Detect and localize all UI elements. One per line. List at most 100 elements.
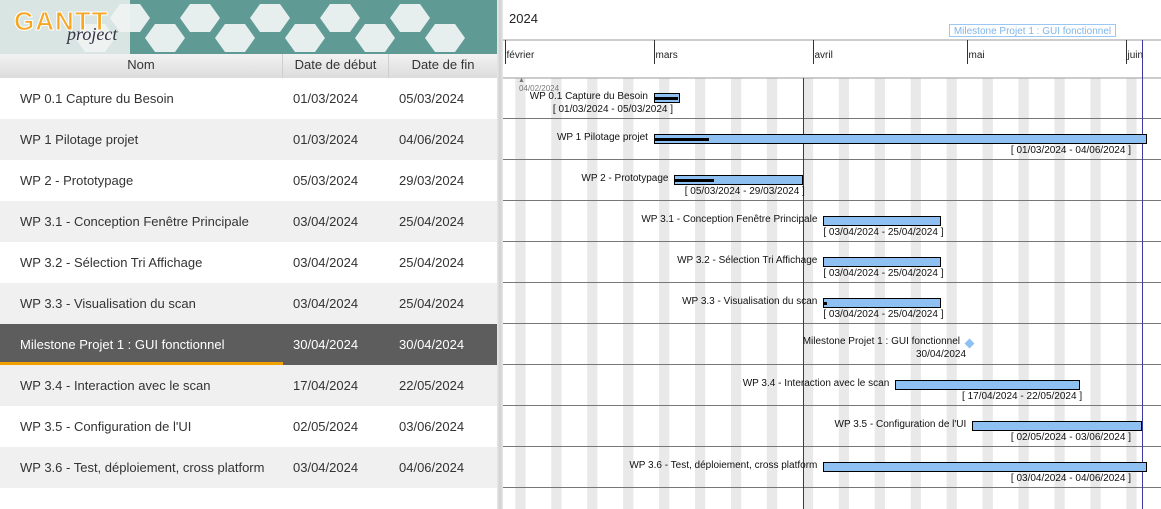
task-bar[interactable]: [823, 298, 942, 308]
task-date-range: [ 03/04/2024 - 25/04/2024 ]: [823, 268, 944, 279]
task-date-range: [ 05/03/2024 - 29/03/2024 ]: [684, 186, 805, 197]
task-start-date: 03/04/2024: [293, 255, 359, 270]
month-label: avril: [814, 50, 833, 61]
task-bar-label: WP 2 - Prototypage: [581, 173, 669, 184]
task-end-date: 22/05/2024: [399, 378, 465, 393]
task-start-date: 01/03/2024: [293, 91, 359, 106]
weekend-stripe: [946, 78, 957, 509]
table-header: Nom Date de début Date de fin: [0, 54, 497, 79]
column-header-name[interactable]: Nom: [0, 54, 283, 78]
task-bar-label: WP 3.3 - Visualisation du scan: [682, 296, 818, 307]
task-bar[interactable]: [674, 175, 803, 185]
chart-grid: [503, 39, 1161, 509]
task-bar-label: WP 3.2 - Sélection Tri Affichage: [677, 255, 818, 266]
weekend-stripe: [766, 78, 778, 509]
task-name: WP 3.1 - Conception Fenêtre Principale: [20, 214, 249, 229]
pane-splitter[interactable]: [497, 0, 503, 509]
milestone-label: Milestone Projet 1 : GUI fonctionnel: [802, 336, 961, 347]
weekend-stripe: [1126, 78, 1137, 509]
task-bar-label: WP 3.5 - Configuration de l'UI: [834, 419, 967, 430]
task-name: WP 3.5 - Configuration de l'UI: [20, 419, 192, 434]
task-start-date: 03/04/2024: [293, 214, 359, 229]
task-end-date: 05/03/2024: [399, 91, 465, 106]
task-bar-label: WP 3.1 - Conception Fenêtre Principale: [641, 214, 818, 225]
month-label: mai: [968, 50, 985, 61]
weekend-stripe: [551, 78, 562, 509]
weekend-stripe: [1054, 78, 1065, 509]
weekend-stripe: [874, 78, 885, 509]
task-end-date: 25/04/2024: [399, 214, 465, 229]
task-start-date: 03/04/2024: [293, 296, 359, 311]
milestone-date: 30/04/2024: [915, 349, 967, 360]
task-start-date: 17/04/2024: [293, 378, 359, 393]
task-start-date: 02/05/2024: [293, 419, 359, 434]
task-start-date: 05/03/2024: [293, 173, 359, 188]
month-label: mars: [655, 50, 678, 61]
weekend-stripe: [587, 78, 598, 509]
today-arrow-icon: ▲: [518, 77, 525, 84]
table-row[interactable]: Milestone Projet 1 : GUI fonctionnel 30/0…: [0, 324, 497, 365]
task-end-date: 25/04/2024: [399, 255, 465, 270]
task-progress: [654, 97, 678, 100]
task-date-range: [ 03/04/2024 - 04/06/2024 ]: [1010, 473, 1131, 484]
task-bar[interactable]: [895, 380, 1081, 390]
task-start-date: 03/04/2024: [293, 460, 359, 475]
ganttproject-logo: GANTT project: [0, 0, 497, 54]
weekend-stripe: [659, 78, 670, 509]
weekend-stripe: [694, 78, 706, 509]
task-end-date: 04/06/2024: [399, 132, 465, 147]
task-bar[interactable]: [653, 93, 680, 103]
task-date-range: [ 01/03/2024 - 05/03/2024 ]: [552, 104, 674, 115]
weekend-stripe: [838, 78, 850, 509]
weekend-stripe: [1090, 78, 1101, 509]
task-bar[interactable]: [972, 421, 1142, 431]
task-end-date: 04/06/2024: [399, 460, 465, 475]
task-date-range: [ 01/03/2024 - 04/06/2024 ]: [1010, 145, 1131, 156]
logo-gantt-text: GANTT: [14, 6, 109, 37]
task-bar-label: WP 0.1 Capture du Besoin: [529, 91, 648, 102]
task-name: Milestone Projet 1 : GUI fonctionnel: [20, 337, 225, 352]
table-row[interactable]: WP 0.1 Capture du Besoin 01/03/2024 05/03/…: [0, 78, 497, 119]
column-header-end[interactable]: Date de fin: [411, 57, 475, 72]
task-date-range: [ 03/04/2024 - 25/04/2024 ]: [823, 309, 944, 320]
task-end-date: 30/04/2024: [399, 337, 465, 352]
weekend-stripe: [802, 78, 814, 509]
task-bar[interactable]: [823, 216, 942, 226]
task-progress: [654, 138, 710, 141]
task-date-range: [ 17/04/2024 - 22/05/2024 ]: [962, 391, 1083, 402]
task-bar-label: WP 3.6 - Test, déploiement, cross platfo…: [629, 460, 818, 471]
table-row[interactable]: WP 3.1 - Conception Fenêtre Principale 03…: [0, 201, 497, 242]
task-progress: [675, 179, 714, 182]
task-name: WP 3.2 - Sélection Tri Affichage: [20, 255, 203, 270]
task-bar[interactable]: [823, 462, 1147, 472]
task-bar-label: WP 1 Pilotage projet: [556, 132, 648, 143]
task-bar[interactable]: [653, 134, 1147, 144]
weekend-stripe: [515, 78, 526, 509]
task-bar-label: WP 3.4 - Interaction avec le scan: [742, 378, 890, 389]
today-date: 04/02/2024: [519, 84, 560, 93]
task-date-range: [ 02/05/2024 - 03/06/2024 ]: [1010, 432, 1131, 443]
task-name: WP 3.3 - Visualisation du scan: [20, 296, 196, 311]
table-row[interactable]: WP 3.2 - Sélection Tri Affichage 03/04/20…: [0, 242, 497, 283]
task-bar[interactable]: [823, 257, 942, 267]
task-end-date: 29/03/2024: [399, 173, 465, 188]
weekend-stripe: [730, 78, 742, 509]
task-progress: [824, 302, 827, 305]
task-end-date: 25/04/2024: [399, 296, 465, 311]
weekend-stripe: [910, 78, 921, 509]
column-header-start[interactable]: Date de début: [283, 54, 389, 78]
hexagon-pattern: [0, 0, 497, 54]
timeline-milestone-marker[interactable]: Milestone Projet 1 : GUI fonctionnel: [949, 24, 1116, 37]
table-row[interactable]: WP 3.6 - Test, déploiement, cross platfo…: [0, 447, 497, 488]
weekend-stripe: [623, 78, 634, 509]
task-start-date: 30/04/2024: [293, 337, 359, 352]
task-name: WP 0.1 Capture du Besoin: [20, 91, 174, 106]
table-row[interactable]: WP 3.3 - Visualisation du scan 03/04/2024…: [0, 283, 497, 324]
weekend-stripe: [1018, 78, 1029, 509]
timeline-year: 2024: [509, 11, 538, 26]
table-row[interactable]: WP 3.5 - Configuration de l'UI 02/05/2024…: [0, 406, 497, 447]
